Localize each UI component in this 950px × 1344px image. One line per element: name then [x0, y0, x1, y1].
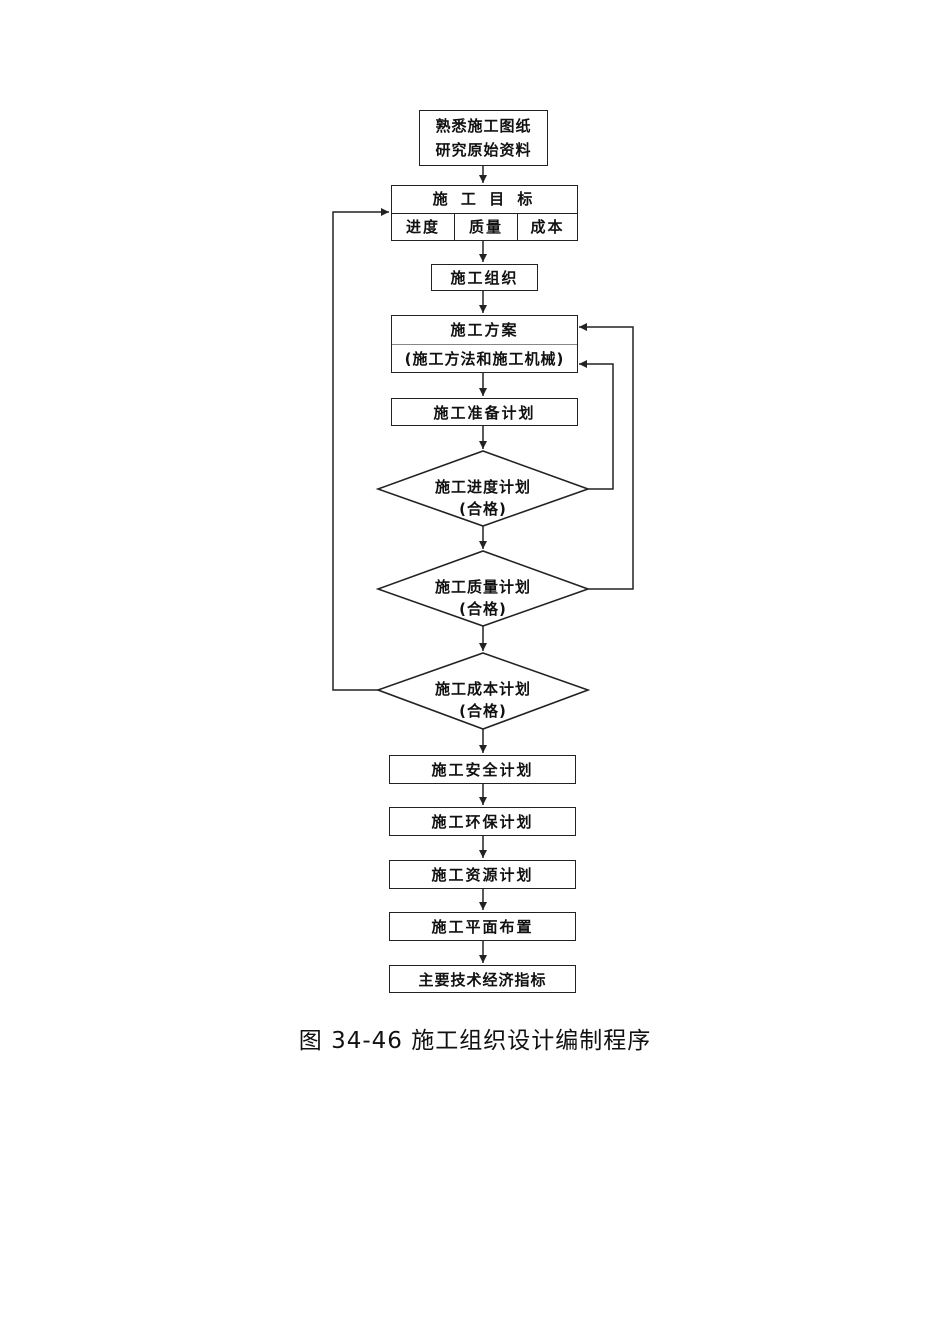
- diamond-quality-plan: [375, 550, 591, 627]
- resource-plan-box: 施工资源计划: [389, 860, 576, 889]
- diamond-progress-plan: [375, 450, 591, 527]
- quality-plan-label: 施工质量计划 (合格): [413, 576, 553, 620]
- loop-progress-to-scheme: [579, 360, 614, 490]
- target-quality: 质量: [455, 214, 518, 240]
- progress-plan-text: 施工进度计划: [434, 478, 531, 496]
- organization-box: 施工组织: [431, 264, 538, 291]
- figure-caption: 图 34-46 施工组织设计编制程序: [298, 1028, 652, 1054]
- progress-ok-text: (合格): [459, 500, 507, 518]
- target-progress: 进度: [392, 214, 455, 240]
- cost-plan-text: 施工成本计划: [434, 680, 531, 698]
- cost-ok-text: (合格): [459, 702, 507, 720]
- loop-quality-to-scheme: [579, 323, 634, 590]
- prep-plan-box: 施工准备计划: [391, 398, 578, 426]
- env-plan-box: 施工环保计划: [389, 807, 576, 836]
- start-line1: 熟悉施工图纸: [435, 117, 532, 135]
- scheme-box: 施工方案 (施工方法和施工机械): [391, 315, 578, 373]
- target-cost: 成本: [530, 218, 565, 236]
- loop-cost-to-target: [332, 208, 389, 691]
- indicators-box: 主要技术经济指标: [389, 965, 576, 993]
- target-box: 施 工 目 标 进度 质量 成本: [391, 185, 578, 241]
- layout-plan-box: 施工平面布置: [389, 912, 576, 941]
- start-line2: 研究原始资料: [435, 141, 532, 159]
- safety-plan-box: 施工安全计划: [389, 755, 576, 784]
- quality-ok-text: (合格): [459, 600, 507, 618]
- cost-plan-label: 施工成本计划 (合格): [413, 678, 553, 722]
- quality-plan-text: 施工质量计划: [434, 578, 531, 596]
- scheme-detail: (施工方法和施工机械): [404, 350, 565, 368]
- diamond-cost-plan: [375, 652, 591, 730]
- start-box: 熟悉施工图纸 研究原始资料: [419, 110, 548, 166]
- scheme-title: 施工方案: [392, 316, 577, 345]
- target-title: 施 工 目 标: [392, 186, 577, 214]
- target-subrow: 进度 质量 成本: [392, 214, 577, 240]
- progress-plan-label: 施工进度计划 (合格): [413, 476, 553, 520]
